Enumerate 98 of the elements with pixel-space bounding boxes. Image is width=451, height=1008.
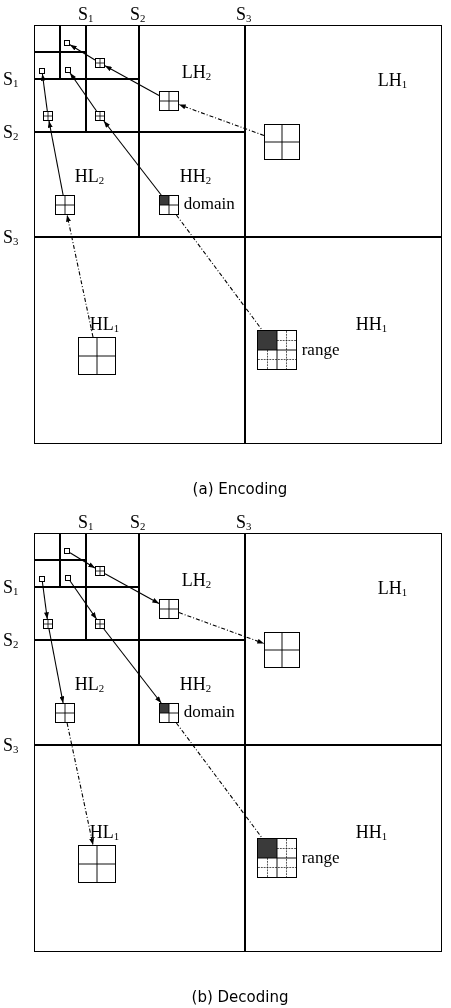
connector-line <box>175 722 263 839</box>
shaded-block-grid <box>256 837 297 878</box>
subband-region <box>34 640 139 745</box>
block-annotation: domain <box>183 194 235 213</box>
arrow <box>103 628 162 704</box>
subband-region <box>34 79 86 132</box>
subband-region <box>245 533 442 745</box>
subband-region <box>245 237 442 444</box>
subband-region <box>34 533 60 560</box>
block-grid <box>94 618 105 629</box>
block-annotation: range <box>301 340 340 359</box>
arrow <box>104 573 160 605</box>
small-block <box>63 39 70 46</box>
block-grid <box>42 618 53 629</box>
arrow <box>66 214 94 338</box>
subband-label: HH$_{1}$ <box>355 821 388 844</box>
small-block <box>38 67 45 74</box>
small-block <box>38 575 45 582</box>
caption: (b) Decoding <box>191 988 289 1006</box>
block-grid <box>158 598 179 619</box>
block-grid <box>54 702 75 723</box>
scale-label: S$_{3}$ <box>236 4 252 26</box>
shaded-block-grid <box>256 329 297 370</box>
connector-line <box>175 214 263 331</box>
subband-region <box>34 25 60 52</box>
arrow <box>178 104 265 137</box>
subband-region <box>60 25 86 52</box>
scale-label: S$_{2}$ <box>130 4 146 26</box>
block-grid <box>94 57 105 68</box>
small-block <box>64 66 71 73</box>
small-block <box>63 547 70 554</box>
block-grid <box>77 844 116 883</box>
subband-region <box>86 587 139 640</box>
scale-label: S$_{1}$ <box>3 577 19 599</box>
subband-label: HH$_{2}$ <box>179 673 212 696</box>
scale-label: S$_{2}$ <box>3 122 19 144</box>
subband-label: HL$_{2}$ <box>74 673 105 696</box>
subband-label: LH$_{1}$ <box>377 69 408 92</box>
block-grid <box>77 336 116 375</box>
scale-label: S$_{1}$ <box>78 4 94 26</box>
subband-region <box>139 132 245 237</box>
subband-region <box>34 587 86 640</box>
arrow <box>48 628 65 704</box>
subband-label: HL$_{1}$ <box>89 821 120 844</box>
scale-label: S$_{1}$ <box>78 512 94 534</box>
subband-region <box>60 533 86 560</box>
block-grid <box>263 631 300 668</box>
scale-label: S$_{2}$ <box>3 630 19 652</box>
scale-label: S$_{3}$ <box>236 512 252 534</box>
arrow <box>69 580 98 620</box>
subband-region <box>245 745 442 952</box>
arrow <box>69 44 96 61</box>
subband-region <box>34 560 60 587</box>
subband-region <box>86 79 139 132</box>
scale-label: S$_{1}$ <box>3 69 19 91</box>
subband-region <box>34 132 139 237</box>
scale-label: S$_{2}$ <box>130 512 146 534</box>
subband-region <box>139 25 245 132</box>
subband-region <box>139 533 245 640</box>
small-block <box>64 574 71 581</box>
block-grid <box>158 90 179 111</box>
scale-label: S$_{3}$ <box>3 735 19 757</box>
subband-label: LH$_{2}$ <box>181 61 212 84</box>
block-grid <box>94 110 105 121</box>
block-annotation: domain <box>183 702 235 721</box>
subband-region <box>34 52 60 79</box>
subband-region <box>245 25 442 237</box>
subband-label: HL$_{1}$ <box>89 313 120 336</box>
shaded-block-grid <box>158 702 179 723</box>
subband-label: LH$_{2}$ <box>181 569 212 592</box>
subband-region <box>86 533 139 587</box>
arrow <box>69 72 98 112</box>
arrow <box>41 581 49 620</box>
subband-label: LH$_{1}$ <box>377 577 408 600</box>
arrow <box>104 65 160 97</box>
subband-region <box>60 52 86 79</box>
subband-label: HL$_{2}$ <box>74 165 105 188</box>
arrow <box>47 120 64 196</box>
block-grid <box>94 565 105 576</box>
block-annotation: range <box>301 848 340 867</box>
arrow <box>40 73 48 112</box>
shaded-block-grid <box>158 194 179 215</box>
block-grid <box>54 194 75 215</box>
arrow <box>66 722 95 846</box>
subband-region <box>86 25 139 79</box>
subband-region <box>139 640 245 745</box>
block-grid <box>42 110 53 121</box>
arrow <box>103 120 162 196</box>
subband-region <box>34 237 245 444</box>
subband-region <box>60 560 86 587</box>
block-grid <box>263 123 300 160</box>
caption: (a) Encoding <box>192 480 288 498</box>
subband-label: HH$_{2}$ <box>179 165 212 188</box>
arrow <box>178 612 265 645</box>
subband-region <box>34 745 245 952</box>
subband-label: HH$_{1}$ <box>355 313 388 336</box>
scale-label: S$_{3}$ <box>3 227 19 249</box>
arrow <box>69 552 96 569</box>
